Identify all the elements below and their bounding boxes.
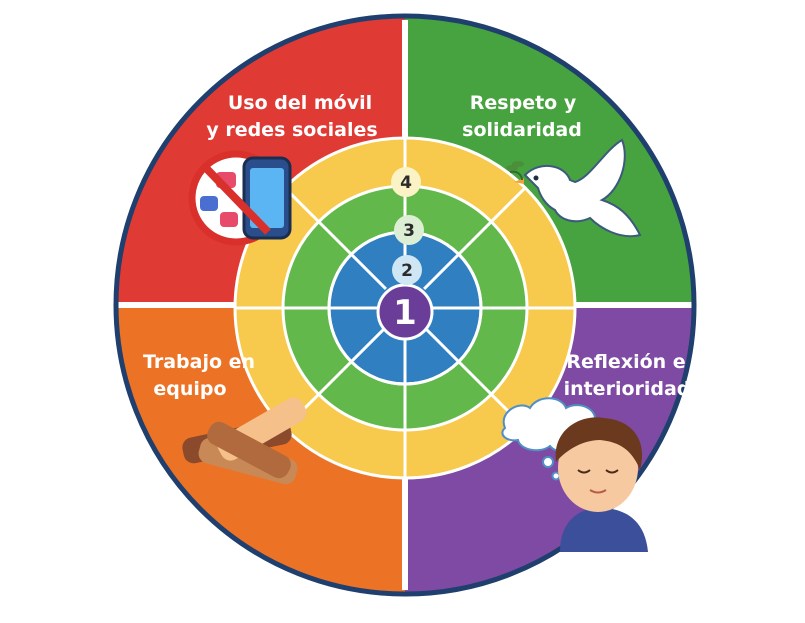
level-4-badge bbox=[391, 167, 421, 197]
label-respeto-line2: solidaridad bbox=[462, 119, 582, 141]
label-reflexion-line2: interioridad bbox=[564, 378, 691, 400]
no-phone-icon bbox=[188, 150, 292, 246]
level-3-number: 3 bbox=[403, 221, 415, 241]
level-3-badge bbox=[394, 215, 424, 245]
label-movil-line1: Uso del móvil bbox=[228, 92, 372, 114]
label-reflexion-line1: Reflexión e bbox=[566, 351, 685, 373]
level-2-number: 2 bbox=[401, 261, 413, 281]
thinking-child-icon bbox=[501, 397, 648, 552]
dove-icon bbox=[506, 138, 642, 238]
ring-spoke bbox=[283, 186, 387, 290]
label-trabajo-line1: Trabajo en bbox=[143, 351, 255, 373]
label-movil-line2: y redes sociales bbox=[206, 119, 377, 141]
hands-together-icon bbox=[182, 397, 307, 485]
level-1-number: 1 bbox=[393, 293, 417, 333]
label-respeto-line1: Respeto y bbox=[470, 92, 577, 114]
ring-spoke bbox=[423, 186, 527, 290]
level-2-badge bbox=[392, 255, 422, 285]
label-trabajo-line2: equipo bbox=[153, 378, 226, 400]
level-1-center bbox=[376, 283, 434, 341]
level-4-number: 4 bbox=[400, 173, 412, 193]
wheel-outline bbox=[113, 13, 697, 597]
